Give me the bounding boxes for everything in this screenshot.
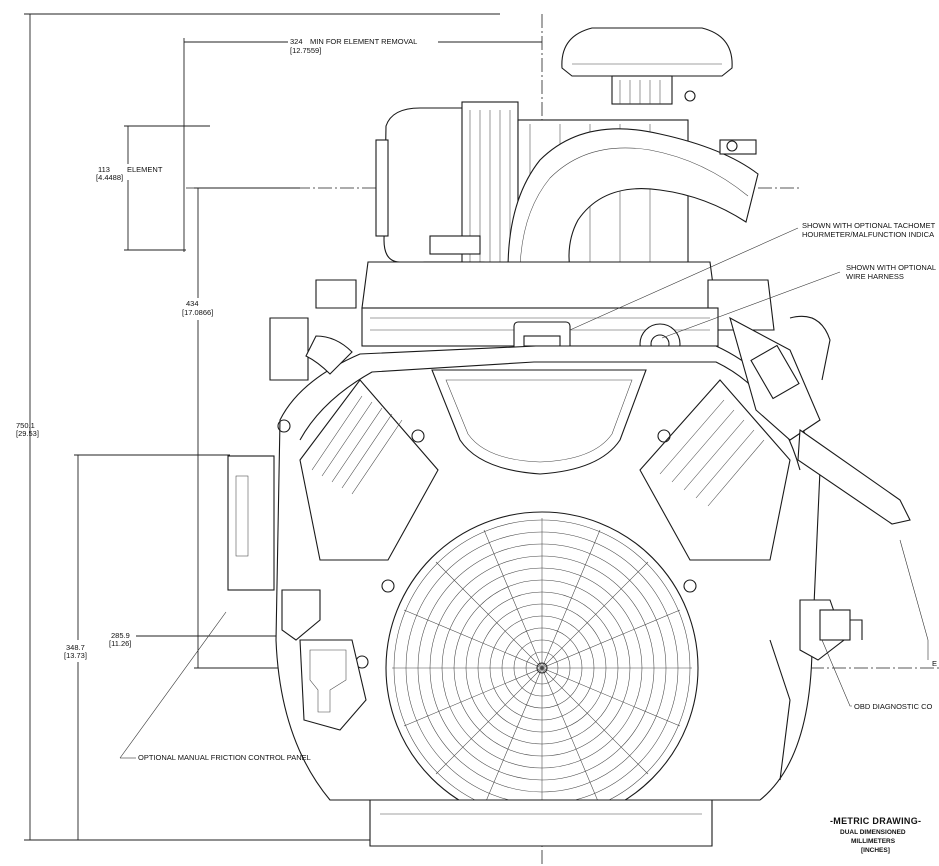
drawing-title: -METRIC DRAWING- [830, 816, 921, 826]
obd-callout: OBD DIAGNOSTIC CO [854, 702, 933, 711]
friction-panel-callout: OPTIONAL MANUAL FRICTION CONTROL PANEL [138, 753, 311, 762]
dim-285-in: [11.26] [109, 639, 131, 648]
dim-434-in: [17.0866] [182, 308, 213, 317]
dim-434-mm: 434 [186, 299, 199, 308]
dim-324-mm: 324 [290, 37, 303, 46]
dim-285-mm: 285.9 [111, 631, 130, 640]
title-block: -METRIC DRAWING- DUAL DIMENSIONED MILLIM… [830, 816, 921, 854]
title-line-dual: DUAL DIMENSIONED [840, 829, 906, 836]
dim-113-mm: 113 [98, 165, 110, 174]
dim-324-in: [12.7559] [290, 46, 321, 55]
edge-letter-e: E [932, 659, 937, 668]
dim-348-mm: 348.7 [66, 643, 85, 652]
tachometer-callout-line1: SHOWN WITH OPTIONAL TACHOMET [802, 221, 936, 230]
wire-harness-callout-line2: WIRE HARNESS [846, 272, 904, 281]
dim-750-in: [29.53] [16, 429, 39, 438]
callout-labels: SHOWN WITH OPTIONAL TACHOMET HOURMETER/M… [138, 221, 937, 762]
dim-113-label: ELEMENT [127, 165, 163, 174]
engine-illustration [227, 27, 911, 847]
dimension-labels: 324 [12.7559] MIN FOR ELEMENT REMOVAL 11… [16, 37, 417, 660]
tachometer-callout-line2: HOURMETER/MALFUNCTION INDICA [802, 230, 934, 239]
title-line-mm: MILLIMETERS [851, 838, 896, 845]
wire-harness-callout-line1: SHOWN WITH OPTIONAL [846, 263, 936, 272]
title-line-inches: [INCHES] [861, 847, 890, 854]
dim-324-label: MIN FOR ELEMENT REMOVAL [310, 37, 417, 46]
dim-750-mm: 750.1 [16, 421, 35, 430]
dim-113-in: [4.4488] [96, 173, 123, 182]
dim-348-in: [13.73] [64, 651, 87, 660]
leader-lines [119, 227, 929, 759]
